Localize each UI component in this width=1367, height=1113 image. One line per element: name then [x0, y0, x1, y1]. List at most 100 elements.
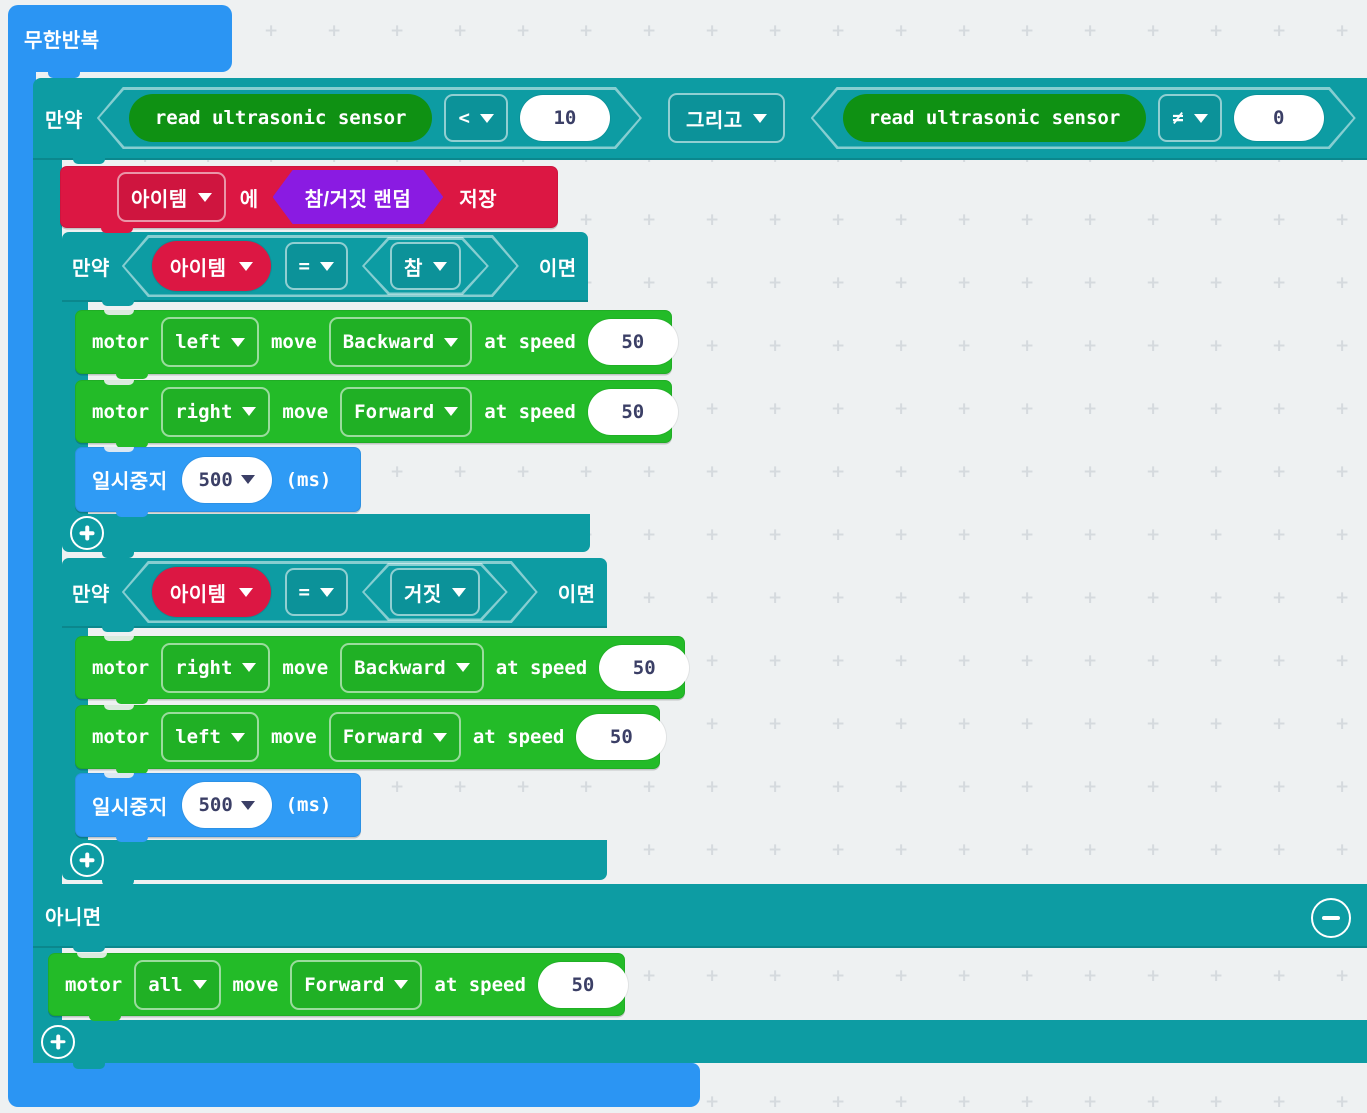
grid-plus-mark: +	[516, 462, 531, 482]
grid-plus-mark: +	[642, 966, 657, 986]
motor-block[interactable]: motor left move Backward at speed 50	[75, 310, 678, 379]
move-label: move	[270, 726, 317, 748]
forever-block-header[interactable]: 무한반복	[8, 5, 232, 78]
grid-plus-mark: +	[894, 462, 909, 482]
at-speed-label: at speed	[484, 331, 576, 353]
grid-plus-mark: +	[705, 651, 720, 671]
pause-block[interactable]: 일시중지 500 (ms)	[75, 773, 361, 842]
if-false-block-header[interactable]: 만약 아이템 = 거짓	[62, 558, 607, 632]
grid-plus-mark: +	[1083, 588, 1098, 608]
motor-side-dropdown[interactable]: right	[161, 386, 271, 437]
ultrasonic-sensor-block[interactable]: read ultrasonic sensor	[843, 94, 1147, 142]
grid-plus-mark: +	[768, 777, 783, 797]
grid-plus-mark: +	[1020, 840, 1035, 860]
grid-plus-mark: +	[1272, 777, 1287, 797]
motor-side-dropdown[interactable]: all	[134, 959, 221, 1010]
grid-plus-mark: +	[1335, 525, 1350, 545]
grid-plus-mark: +	[1272, 966, 1287, 986]
grid-plus-mark: +	[1020, 651, 1035, 671]
at-speed-label: at speed	[434, 973, 526, 996]
motor-side-dropdown[interactable]: left	[161, 712, 259, 762]
grid-plus-mark: +	[831, 21, 846, 41]
grid-plus-mark: +	[642, 525, 657, 545]
boolean-value: 거짓	[403, 583, 442, 606]
ultrasonic-sensor-block[interactable]: read ultrasonic sensor	[129, 94, 433, 142]
variable-dropdown[interactable]: 아이템	[117, 172, 226, 222]
if-block-header[interactable]: 만약 read ultrasonic sensor < 10 그리고	[33, 78, 1367, 164]
and-operator-dropdown[interactable]: 그리고	[667, 93, 785, 143]
motor-block[interactable]: motor right move Backward at speed 50	[75, 636, 690, 704]
grid-plus-mark: +	[957, 651, 972, 671]
motor-side-dropdown[interactable]: right	[161, 642, 271, 693]
number-field[interactable]: 0	[1234, 95, 1324, 141]
grid-plus-mark: +	[1209, 336, 1224, 356]
speed-field[interactable]: 50	[587, 388, 678, 435]
grid-plus-mark: +	[1083, 777, 1098, 797]
motor-direction: Forward	[304, 973, 385, 996]
speed-field[interactable]: 50	[576, 714, 667, 760]
grid-plus-mark: +	[1272, 210, 1287, 230]
grid-plus-mark: +	[1083, 273, 1098, 293]
grid-plus-mark: +	[705, 399, 720, 419]
remove-else-minus-icon[interactable]	[1311, 898, 1351, 938]
speed-field[interactable]: 50	[599, 644, 690, 691]
add-else-plus-icon[interactable]	[70, 843, 104, 877]
boolean-dropdown[interactable]: 거짓	[390, 568, 480, 616]
grid-plus-mark: +	[705, 588, 720, 608]
motor-block[interactable]: motor right move Forward at speed 50	[75, 380, 678, 448]
grid-plus-mark: +	[1020, 714, 1035, 734]
add-else-plus-icon[interactable]	[41, 1024, 75, 1059]
dropdown-arrow-icon	[752, 113, 767, 123]
dropdown-arrow-icon	[240, 475, 255, 484]
motor-side-dropdown[interactable]: left	[161, 317, 259, 367]
grid-plus-mark: +	[957, 399, 972, 419]
variable-reporter[interactable]: 아이템	[152, 241, 271, 291]
grid-plus-mark: +	[1146, 273, 1161, 293]
speed-value: 50	[621, 400, 645, 423]
grid-plus-mark: +	[1146, 1092, 1161, 1112]
equals-operator-dropdown[interactable]: =	[285, 242, 348, 290]
grid-plus-mark: +	[705, 525, 720, 545]
pause-block[interactable]: 일시중지 500 (ms)	[75, 447, 361, 517]
motor-direction-dropdown[interactable]: Forward	[290, 959, 423, 1010]
variable-reporter[interactable]: 아이템	[152, 567, 271, 617]
grid-plus-mark: +	[1146, 336, 1161, 356]
grid-plus-mark: +	[1083, 1092, 1098, 1112]
grid-plus-mark: +	[1272, 588, 1287, 608]
number-field[interactable]: 10	[520, 95, 610, 141]
grid-plus-mark: +	[1083, 21, 1098, 41]
motor-block[interactable]: motor all move Forward at speed 50	[48, 953, 628, 1021]
pause-label: 일시중지	[92, 796, 168, 819]
pause-duration-dropdown[interactable]: 500	[181, 782, 272, 828]
speed-field[interactable]: 50	[587, 319, 678, 365]
at-speed-label: at speed	[472, 726, 565, 748]
if-keyword: 만약	[72, 257, 110, 280]
comparison-operator-dropdown[interactable]: <	[444, 94, 507, 142]
if-true-block-header[interactable]: 만약 아이템 = 참	[62, 232, 588, 306]
particle-label: 에	[239, 188, 259, 211]
pause-duration-dropdown[interactable]: 500	[181, 456, 272, 503]
motor-block[interactable]: motor left move Forward at speed 50	[75, 705, 667, 774]
random-true-false-block[interactable]: 참/거짓 랜덤	[273, 170, 444, 224]
motor-direction-dropdown[interactable]: Backward	[328, 317, 473, 367]
motor-direction-dropdown[interactable]: Forward	[328, 712, 461, 762]
grid-plus-mark: +	[768, 210, 783, 230]
condition-socket-left: read ultrasonic sensor < 10	[97, 87, 642, 149]
grid-plus-mark: +	[1209, 840, 1224, 860]
dropdown-arrow-icon	[239, 588, 253, 597]
motor-direction-dropdown[interactable]: Forward	[340, 386, 473, 437]
grid-plus-mark: +	[831, 273, 846, 293]
add-else-plus-icon[interactable]	[70, 516, 104, 550]
grid-plus-mark: +	[1083, 714, 1098, 734]
speed-field[interactable]: 50	[537, 961, 628, 1008]
grid-plus-mark: +	[516, 777, 531, 797]
comparison-operator-dropdown[interactable]: ≠	[1158, 94, 1221, 142]
grid-plus-mark: +	[1335, 21, 1350, 41]
equals-operator-dropdown[interactable]: =	[285, 568, 348, 616]
else-row[interactable]: 아니면	[33, 884, 1367, 952]
motor-direction-dropdown[interactable]: Backward	[340, 642, 484, 693]
grid-plus-mark: +	[957, 462, 972, 482]
grid-plus-mark: +	[1209, 777, 1224, 797]
boolean-dropdown[interactable]: 참	[390, 242, 461, 290]
set-variable-block[interactable]: 아이템 에 참/거짓 랜덤 저장	[60, 166, 558, 233]
